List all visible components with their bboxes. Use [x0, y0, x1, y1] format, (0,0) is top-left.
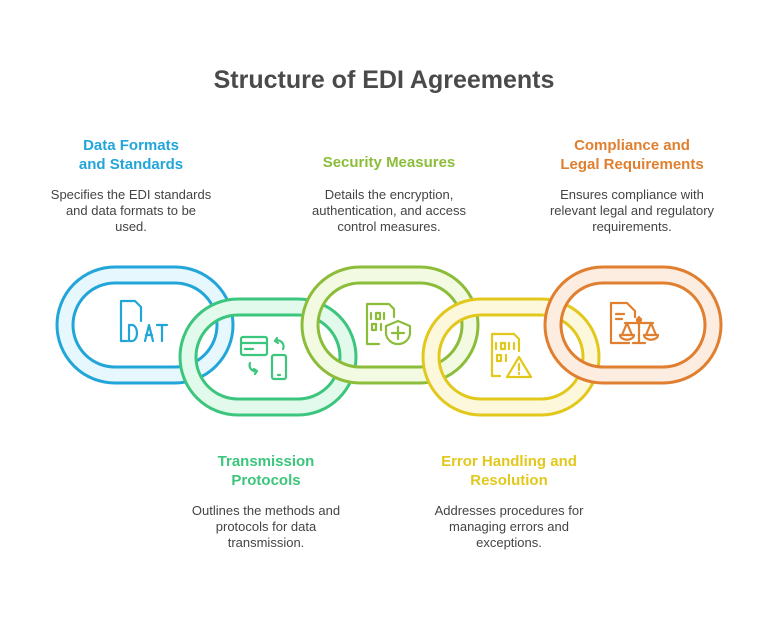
item-desc: Outlines the methods and protocols for d… [191, 503, 341, 550]
item-block-2: Transmission Protocols Outlines the meth… [166, 452, 366, 551]
item-desc: Addresses procedures for managing errors… [434, 503, 584, 550]
binary-file-warning-icon [490, 332, 533, 379]
dat-file-icon [119, 299, 169, 343]
chain-link-5 [543, 265, 723, 385]
item-title: Compliance and Legal Requirements [560, 137, 704, 173]
chain-link-2 [178, 297, 358, 417]
item-title: Error Handling and Resolution [441, 453, 577, 489]
item-block-3: Security Measures Details the encryption… [289, 153, 489, 235]
item-desc: Ensures compliance with relevant legal a… [549, 187, 715, 234]
card-phone-transfer-icon [239, 335, 288, 381]
item-title: Security Measures [322, 154, 456, 171]
item-desc: Specifies the EDI standards and data for… [50, 187, 212, 234]
chain-link-3 [300, 265, 480, 385]
item-title: Transmission Protocols [217, 453, 315, 489]
item-title: Data Formats and Standards [78, 137, 184, 173]
chain-link-1 [55, 265, 235, 385]
page-title: Structure of EDI Agreements [213, 66, 555, 94]
item-desc: Details the encryption, authentication, … [312, 187, 466, 234]
chain-link-4 [421, 297, 601, 417]
item-block-4: Error Handling and Resolution Addresses … [409, 452, 609, 551]
item-block-1: Data Formats and Standards Specifies the… [31, 136, 231, 235]
item-block-5: Compliance and Legal Requirements Ensure… [532, 136, 732, 235]
binary-file-shield-icon [365, 302, 412, 346]
document-scales-icon [609, 301, 660, 345]
